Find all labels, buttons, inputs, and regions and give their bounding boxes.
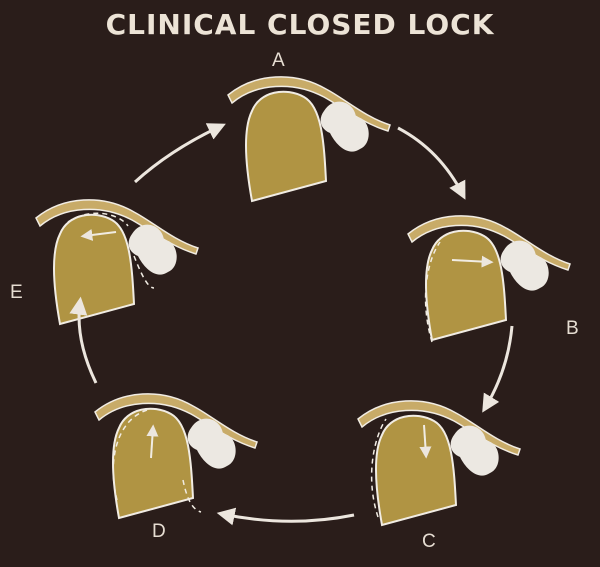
- cycle-arrow-e-to-a: [133, 123, 226, 184]
- movement-arrow-up: [146, 424, 159, 459]
- joint-stage-b: [407, 214, 571, 343]
- dashed-condyle-outline: [133, 255, 155, 289]
- cycle-arrow-d-to-e: [69, 296, 98, 384]
- stage-label-a: A: [272, 50, 285, 71]
- dashed-condyle-outline: [370, 418, 387, 518]
- cycle-arrow-b-to-c: [482, 325, 514, 413]
- cycle-arrow-c-to-d: [216, 507, 355, 526]
- joint-stage-d: [94, 392, 258, 519]
- joint-stage-c: [357, 399, 521, 526]
- movement-arrow-back: [80, 229, 117, 241]
- joint-stage-a: [227, 75, 391, 202]
- diagram-title: CLINICAL CLOSED LOCK: [105, 8, 495, 41]
- movement-arrow-down: [419, 424, 432, 459]
- stage-label-c: C: [422, 531, 436, 552]
- dashed-condyle-outline: [112, 409, 148, 501]
- stage-label-d: D: [152, 521, 166, 542]
- dashed-condyle-outline: [182, 479, 202, 513]
- joint-stage-e: [35, 198, 199, 325]
- dashed-condyle-outline: [424, 241, 441, 343]
- stage-label-b: B: [566, 318, 579, 339]
- cycle-arrow-a-to-b: [397, 126, 466, 200]
- stage-label-e: E: [10, 282, 23, 303]
- movement-arrow-forward: [451, 255, 494, 268]
